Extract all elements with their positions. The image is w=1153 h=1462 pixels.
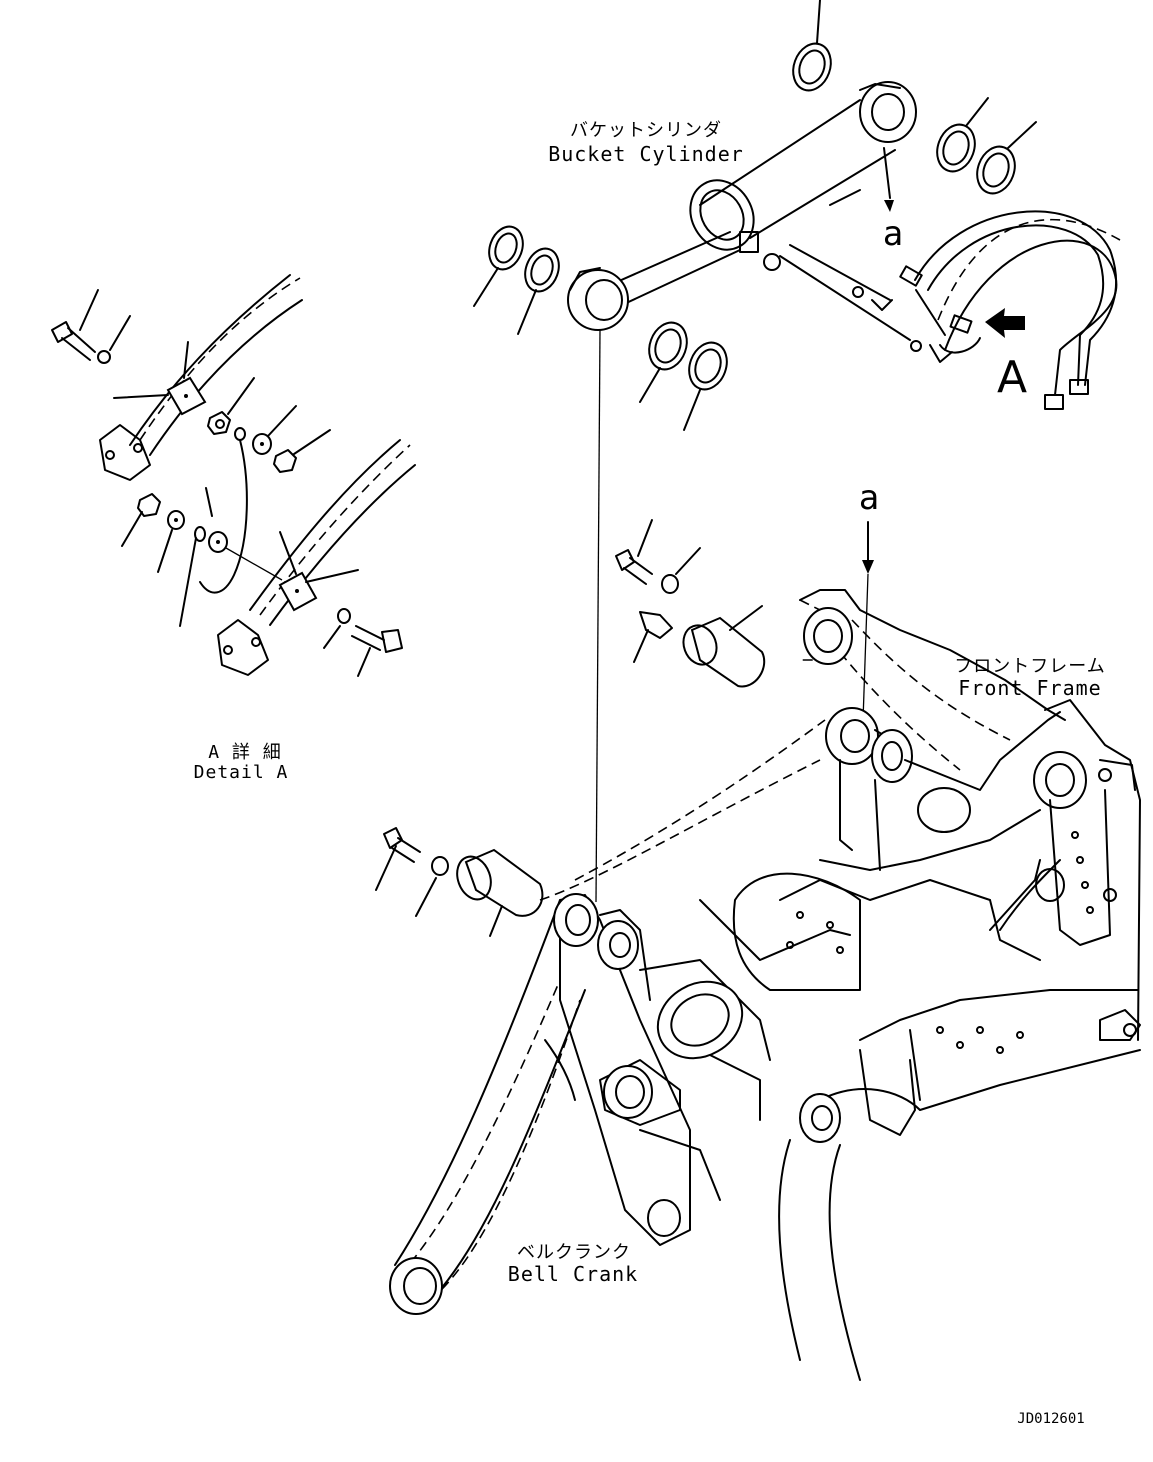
front-frame-label-en: Front Frame [958,676,1102,700]
bucket-cylinder-label-en: Bucket Cylinder [548,142,744,166]
bucket-cylinder-label-jp: バケットシリンダ [570,120,722,141]
alignment-line [595,329,601,903]
reference-label-a-mid: a [858,478,880,518]
front-frame-label-jp: フロントフレーム [954,656,1106,677]
bell-crank-label-en: Bell Crank [507,1262,639,1286]
reference-label-a-top: a [882,214,904,254]
reference-arrow-a-top [883,147,894,212]
bucket-cylinder [567,81,922,352]
hydraulic-hoses [871,210,1121,410]
front-frame [539,589,1141,1381]
view-label-a: A [996,352,1028,403]
bucket-pin-upper [615,519,766,688]
detail-a-label-jp: A 詳 細 [208,742,282,763]
bell-crank-label-jp: ベルクランク [517,1242,631,1263]
shim-washers-cylinder [473,0,1037,431]
detail-a-drawing [51,274,416,677]
detail-a-label-en: Detail A [193,762,289,783]
bucket-pin-lower [375,827,544,937]
drawing-code: JD012601 [1017,1411,1085,1427]
view-arrow-a [985,308,1025,338]
bell-crank [389,893,771,1315]
